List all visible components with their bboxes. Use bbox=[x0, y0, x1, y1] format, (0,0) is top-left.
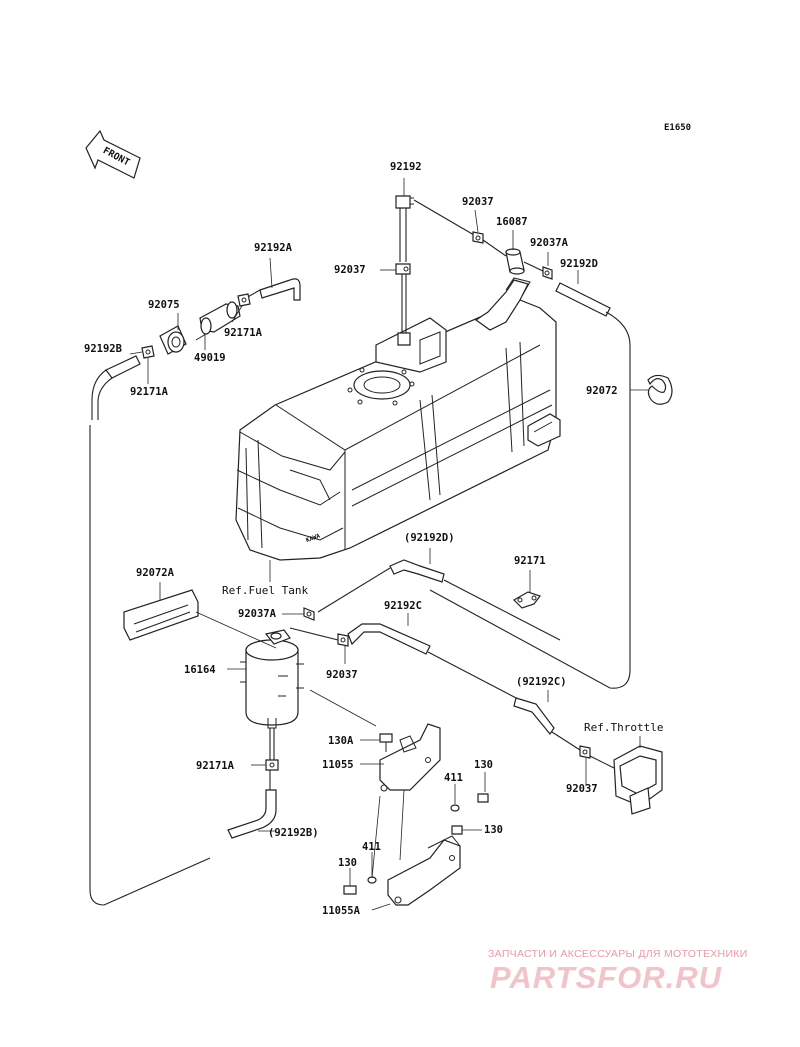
ref-throttle: Ref.Throttle bbox=[584, 721, 663, 734]
clamp-92171A-left bbox=[141, 345, 155, 359]
hose-92192D-mid bbox=[317, 559, 561, 641]
label-130-top: 130 bbox=[474, 759, 493, 771]
front-arrow-icon: FRONT bbox=[85, 129, 141, 179]
label-92171A-low: 92171A bbox=[196, 760, 235, 772]
label-411-low: 411 bbox=[362, 841, 381, 853]
diagram-code: E1650 bbox=[664, 123, 691, 133]
label-16087: 16087 bbox=[496, 216, 528, 228]
label-92037-mid: 92037 bbox=[326, 669, 358, 681]
label-92192D-mid: (92192D) bbox=[404, 532, 455, 544]
label-130-left: 130 bbox=[338, 857, 357, 869]
label-92192A: 92192A bbox=[254, 242, 293, 254]
bolt-130-top bbox=[477, 793, 489, 803]
hose-92192C bbox=[289, 623, 581, 751]
clamp-92037A-mid bbox=[303, 607, 315, 621]
clip-92171 bbox=[513, 591, 541, 609]
bolt-130-right bbox=[451, 825, 463, 835]
label-92075: 92075 bbox=[148, 299, 180, 311]
clamp-92037-left bbox=[395, 263, 411, 275]
watermark-tagline: ЗАПЧАСТИ И АКСЕССУАРЫ ДЛЯ МОТОТЕХНИКИ bbox=[488, 948, 748, 960]
watermark-logo: PARTSFOR.RU bbox=[490, 960, 723, 995]
bolt-130A bbox=[379, 733, 393, 752]
clamp-92037-right bbox=[579, 745, 591, 759]
label-16164: 16164 bbox=[184, 664, 216, 676]
clamp-92072 bbox=[647, 374, 673, 405]
washer-411-top bbox=[450, 804, 460, 812]
label-92192-top: 92192 bbox=[390, 161, 422, 173]
clamp-92037A-top bbox=[542, 266, 553, 280]
label-92192B-paren: (92192B) bbox=[268, 827, 319, 839]
leader-lines bbox=[129, 178, 648, 911]
label-92192C-paren: (92192C) bbox=[516, 676, 567, 688]
label-92037-right: 92037 bbox=[566, 783, 598, 795]
label-11055: 11055 bbox=[322, 759, 354, 771]
label-92192B: 92192B bbox=[84, 343, 122, 355]
bolt-130-left bbox=[343, 885, 357, 895]
bracket-11055 bbox=[379, 723, 441, 792]
fuel-tank: KAWA bbox=[235, 277, 561, 561]
label-92171A-upper: 92171A bbox=[224, 327, 263, 339]
hose-92192D-top bbox=[429, 282, 631, 689]
label-92037-left: 92037 bbox=[334, 264, 366, 276]
label-92192C: 92192C bbox=[384, 600, 422, 612]
label-49019: 49019 bbox=[194, 352, 226, 364]
label-92037A-top: 92037A bbox=[530, 237, 569, 249]
throttle-body bbox=[589, 745, 663, 815]
label-92037A-mid: 92037A bbox=[238, 608, 277, 620]
label-92037-top: 92037 bbox=[462, 196, 494, 208]
label-92192D-top: 92192D bbox=[560, 258, 598, 270]
label-411-top: 411 bbox=[444, 772, 463, 784]
bracket-92072A bbox=[123, 589, 199, 641]
hose-92192B-low bbox=[227, 770, 277, 839]
label-11055A: 11055A bbox=[322, 905, 361, 917]
hose-92192B bbox=[89, 355, 211, 906]
label-92171A-left: 92171A bbox=[130, 386, 169, 398]
fuel-filter-49019 bbox=[195, 301, 241, 341]
clamp-92037-mid bbox=[337, 633, 349, 647]
svg-text:KAWA: KAWA bbox=[305, 532, 321, 544]
hose-92192 bbox=[395, 195, 475, 346]
clamp-92037-top bbox=[472, 231, 484, 244]
clamp-92075 bbox=[159, 325, 187, 355]
hose-92192A bbox=[245, 278, 301, 301]
ref-fuel-tank: Ref.Fuel Tank bbox=[222, 584, 308, 597]
label-130A: 130A bbox=[328, 735, 354, 747]
label-92171: 92171 bbox=[514, 555, 546, 567]
clamp-92171A-low bbox=[265, 728, 279, 771]
label-92072A: 92072A bbox=[136, 567, 175, 579]
label-92072: 92072 bbox=[586, 385, 618, 397]
label-130-right: 130 bbox=[484, 824, 503, 836]
bracket-11055A bbox=[387, 835, 461, 906]
canister-16164 bbox=[240, 629, 304, 729]
clamp-92171A-upper bbox=[237, 293, 251, 307]
